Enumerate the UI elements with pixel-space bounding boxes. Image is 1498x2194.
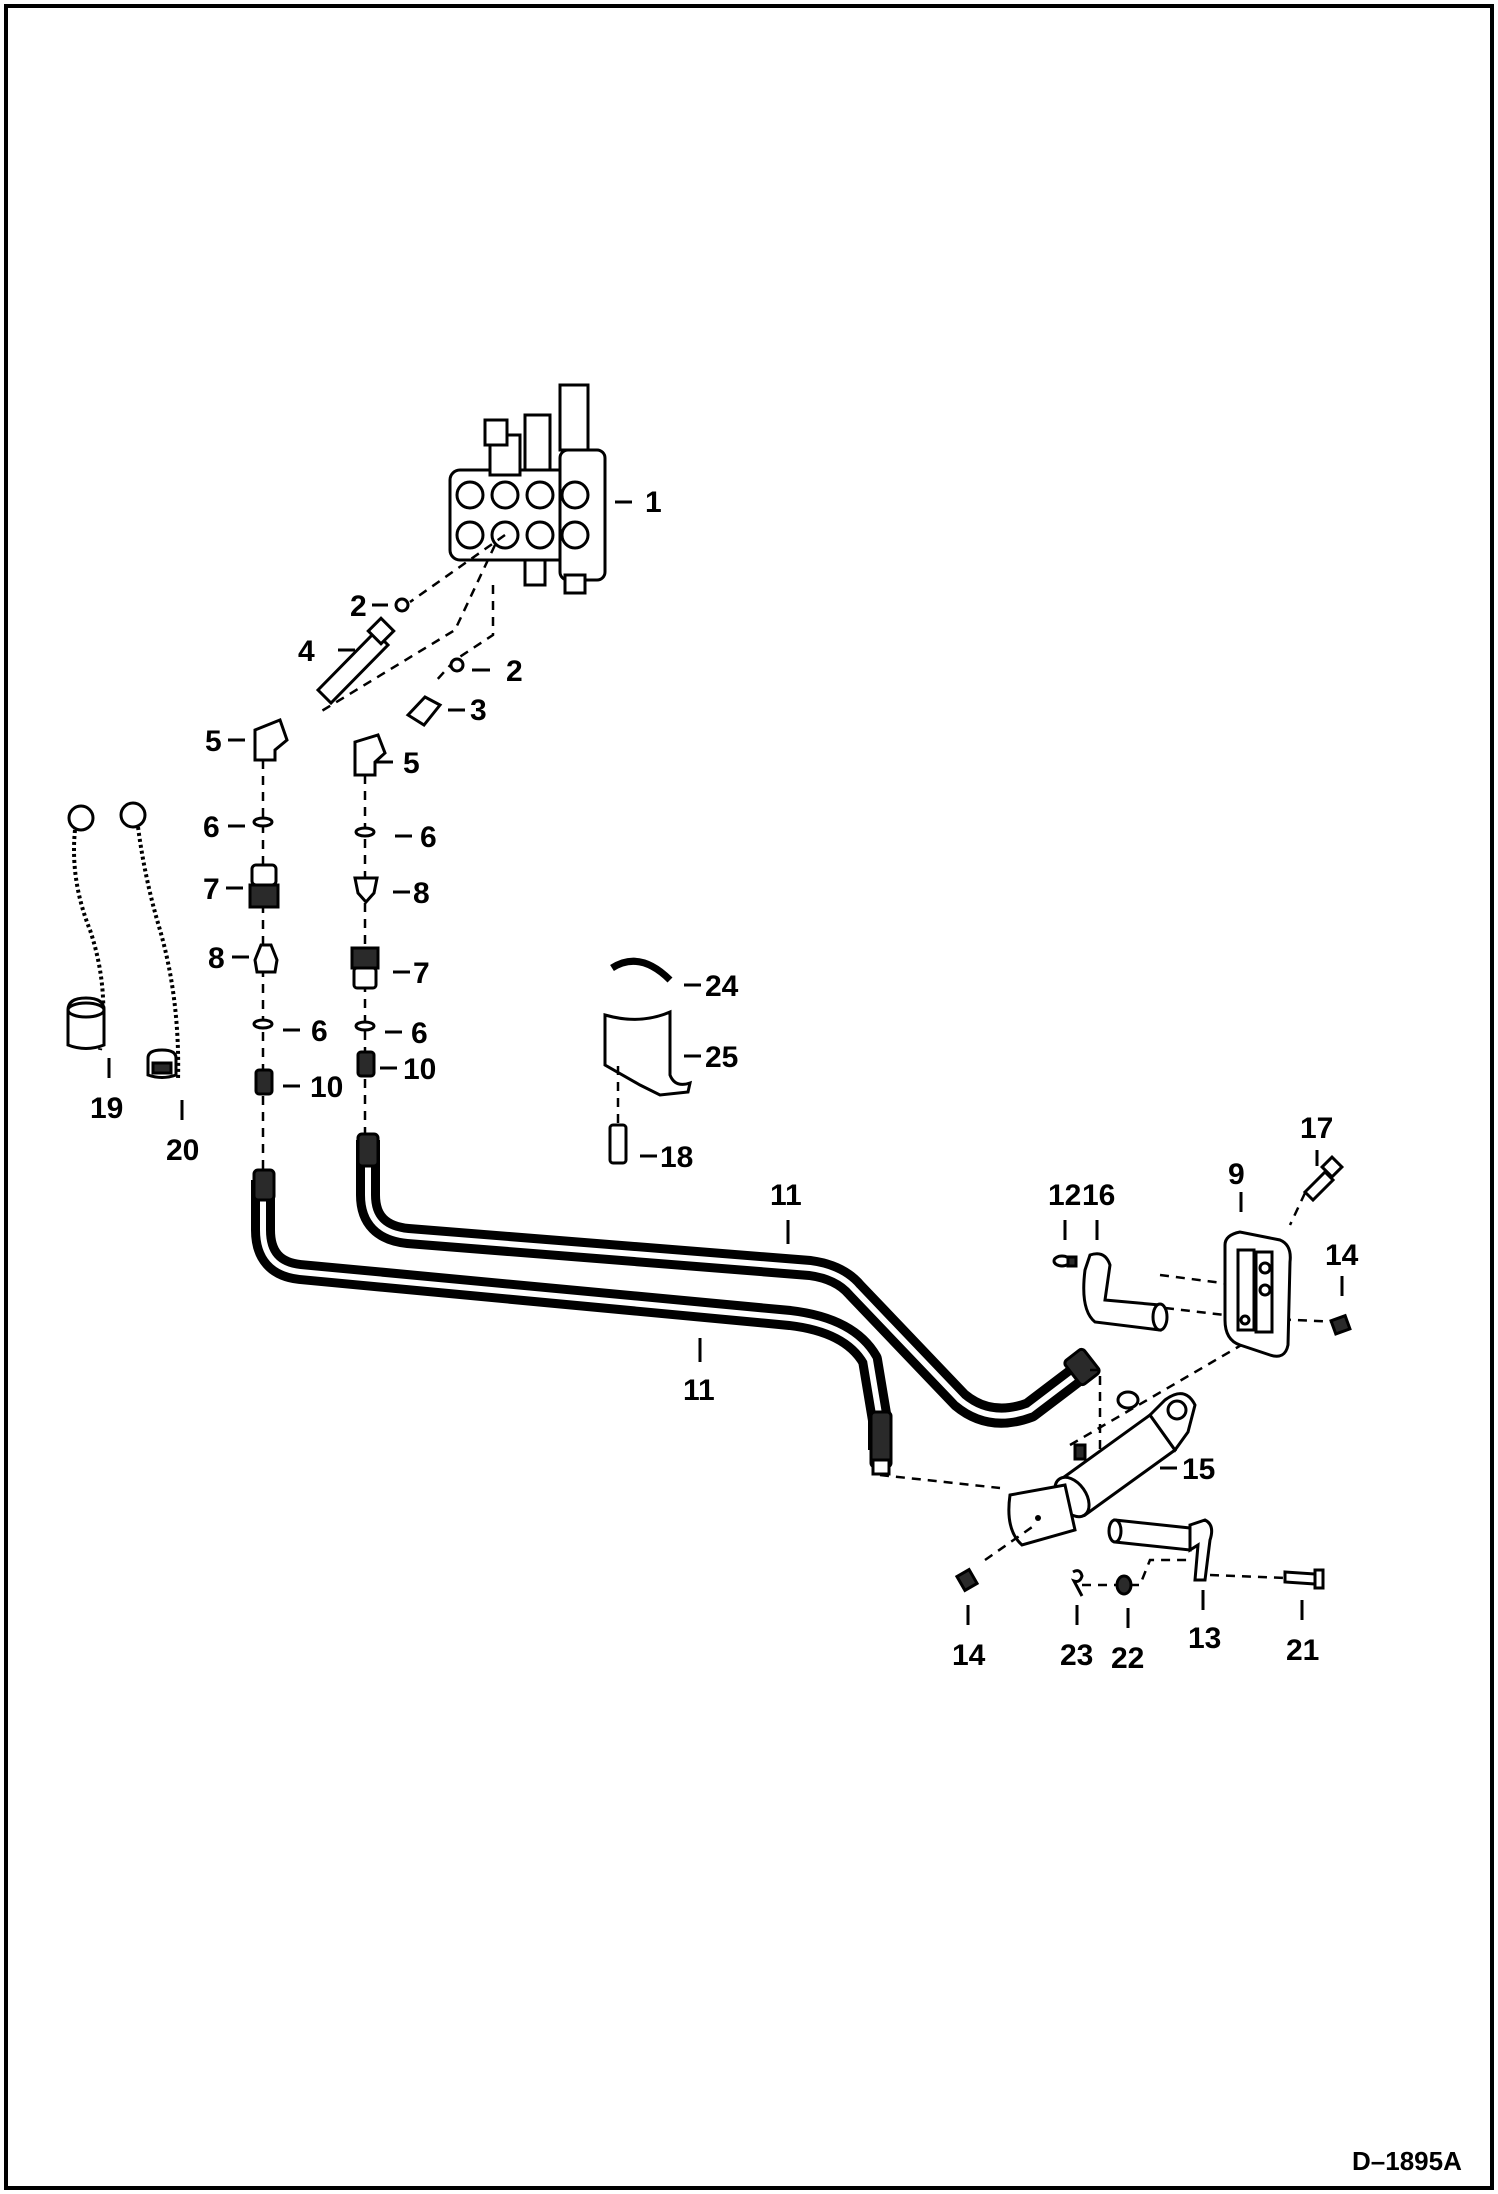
callout-6b: 6 (420, 821, 437, 854)
o-ring-upper (394, 597, 410, 613)
callout-14-upper: 14 (1325, 1239, 1359, 1272)
callout-2-upper: 2 (350, 590, 367, 623)
callout-18: 18 (660, 1141, 693, 1174)
grease-fitting-12 (1052, 1254, 1078, 1268)
callout-19: 19 (90, 1092, 123, 1125)
page-border (4, 4, 1494, 2190)
callout-3: 3 (470, 694, 487, 727)
adapter-10-right (356, 1050, 376, 1078)
callout-23: 23 (1060, 1639, 1093, 1672)
dust-cap-20 (119, 801, 181, 1081)
callout-22: 22 (1111, 1642, 1144, 1675)
elbow-right (353, 733, 387, 777)
callout-24: 24 (705, 970, 739, 1003)
bolt-21 (1283, 1568, 1325, 1590)
callout-4: 4 (298, 635, 315, 668)
hose-guard-plate (603, 1009, 693, 1097)
washer (1115, 1574, 1133, 1596)
o-ring-lower (449, 657, 465, 673)
callout-10-left: 10 (310, 1071, 343, 1104)
callout-17: 17 (1300, 1112, 1333, 1145)
callout-8-left: 8 (208, 942, 225, 975)
callout-8-right: 8 (413, 877, 430, 910)
callout-6c: 6 (311, 1015, 328, 1048)
callout-7-right: 7 (413, 957, 430, 990)
callout-21: 21 (1286, 1634, 1319, 1667)
callout-6a: 6 (203, 811, 220, 844)
callout-13: 13 (1188, 1622, 1221, 1655)
callout-11-upper: 11 (770, 1179, 802, 1212)
callout-20: 20 (166, 1134, 199, 1167)
callout-14-lower: 14 (952, 1639, 986, 1672)
bolt-17 (1302, 1154, 1345, 1203)
callout-10-right: 10 (403, 1053, 436, 1086)
o-ring-6b (354, 826, 376, 838)
control-valve (448, 383, 607, 595)
retaining-clip (1070, 1569, 1084, 1597)
hose-guard-strip (610, 957, 673, 983)
hose-upper (356, 1132, 1101, 1428)
drawing-number: D–1895A (1352, 2146, 1462, 2176)
o-ring-6c (252, 1018, 274, 1030)
hydraulic-cylinder (1007, 1390, 1197, 1547)
callout-11-lower: 11 (683, 1374, 715, 1407)
grease-fitting-upper (1329, 1313, 1352, 1336)
callout-6d: 6 (411, 1017, 428, 1050)
callout-15: 15 (1182, 1453, 1215, 1486)
mount-pin (1082, 1252, 1169, 1332)
bolt-18 (608, 1123, 628, 1165)
fitting-8-left (253, 943, 279, 974)
quick-coupler-left (248, 863, 280, 909)
o-ring-6a (252, 816, 274, 828)
o-ring-6d (354, 1020, 376, 1032)
callout-1: 1 (645, 486, 662, 519)
grease-fitting-lower (954, 1567, 980, 1593)
dust-cap-19 (66, 804, 106, 1051)
hose-lower (251, 1168, 893, 1476)
callout-7-left: 7 (203, 873, 220, 906)
fitting-8-right (353, 876, 379, 905)
quick-coupler-right (350, 946, 380, 990)
callout-9: 9 (1228, 1158, 1245, 1191)
adapter-connector (315, 616, 396, 706)
callout-12: 12 (1048, 1179, 1081, 1212)
adapter-10-left (254, 1068, 274, 1096)
callout-25: 25 (705, 1041, 738, 1074)
adapter-fitting (405, 695, 443, 727)
callout-5-right: 5 (403, 747, 420, 780)
callout-16: 16 (1082, 1179, 1115, 1212)
callout-2-lower: 2 (506, 655, 523, 688)
mounting-bracket (1223, 1230, 1292, 1358)
pivot-pin (1107, 1518, 1214, 1582)
elbow-left (253, 718, 289, 762)
callout-5-left: 5 (205, 725, 222, 758)
